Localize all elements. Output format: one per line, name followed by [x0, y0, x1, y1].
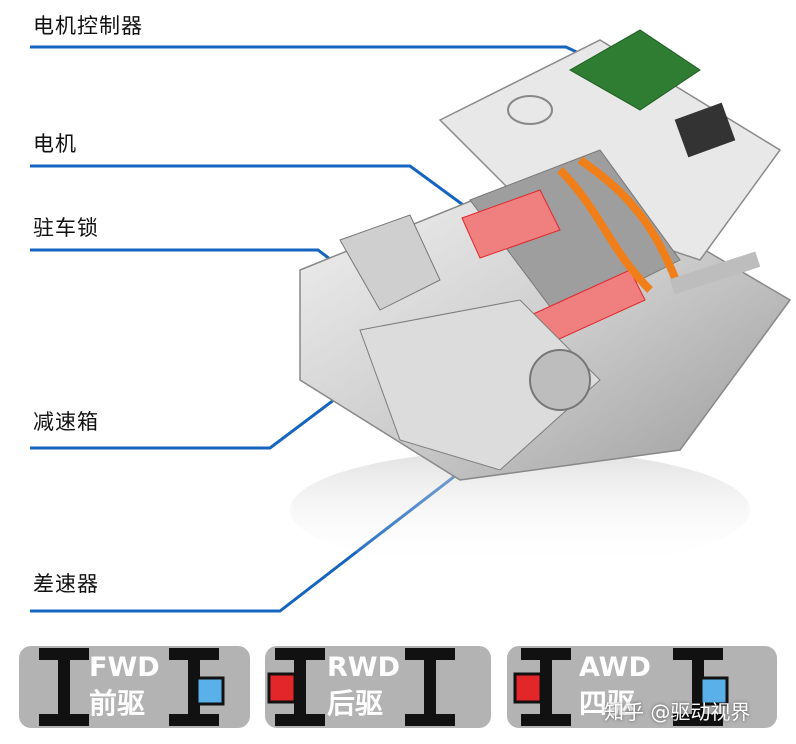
awd-wheel-front-right [673, 648, 723, 660]
gearbox-housing [359, 299, 601, 471]
drive-type-awd: AWD 四驱 [507, 646, 777, 728]
fwd-wheel-front-right [169, 648, 219, 660]
label-controller: 电机控制器 [33, 14, 143, 38]
watermark: 知乎 @驱动视界 [604, 700, 751, 724]
hv-cable-1 [557, 167, 653, 293]
fwd-wheel-rear-left [39, 714, 89, 726]
label-differential: 差速器 [33, 572, 99, 596]
rwd-wheel-front-left [275, 648, 325, 660]
fwd-axle-left [58, 658, 70, 716]
awd-axle-diagram [513, 648, 729, 726]
controller-connector [674, 102, 736, 158]
label-parking-lock: 驻车锁 [33, 216, 99, 240]
rwd-wheel-front-right [405, 648, 455, 660]
fwd-motor-box [195, 676, 225, 706]
awd-name: 四驱 [579, 687, 636, 720]
awd-axle-left [540, 658, 552, 716]
awd-wheel-front-left [521, 648, 571, 660]
drive-type-rwd: RWD 后驱 [265, 646, 491, 728]
fwd-wheel-rear-right [169, 714, 219, 726]
parking-lock-part [339, 214, 441, 311]
rwd-wheel-rear-right [405, 714, 455, 726]
awd-code: AWD [579, 652, 651, 683]
awd-wheel-rear-right [673, 714, 723, 726]
rwd-axle-right [424, 658, 436, 716]
rwd-name: 后驱 [327, 687, 384, 720]
floor-reflection [290, 450, 750, 570]
awd-motor-box-front [513, 672, 543, 704]
fwd-code: FWD [89, 652, 160, 683]
rwd-code: RWD [327, 652, 400, 683]
drive-type-fwd: FWD 前驱 [19, 646, 250, 728]
controller-pcb [568, 29, 701, 111]
hv-cable-2 [577, 156, 684, 292]
rwd-motor-box [267, 672, 297, 704]
awd-motor-box-rear [699, 676, 729, 706]
zf-logo [507, 95, 553, 125]
label-gearbox: 减速箱 [33, 410, 99, 434]
fwd-wheel-front-left [39, 648, 89, 660]
awd-wheel-rear-left [521, 714, 571, 726]
fwd-name: 前驱 [89, 687, 146, 720]
motor-winding-top [461, 189, 561, 259]
rwd-wheel-rear-left [275, 714, 325, 726]
rwd-axle-left [294, 658, 306, 716]
rwd-axle-diagram [267, 648, 455, 726]
fwd-axle-diagram [39, 648, 225, 726]
differential-gear [529, 349, 591, 411]
output-shaft-right [669, 251, 761, 295]
label-motor: 电机 [33, 132, 77, 156]
